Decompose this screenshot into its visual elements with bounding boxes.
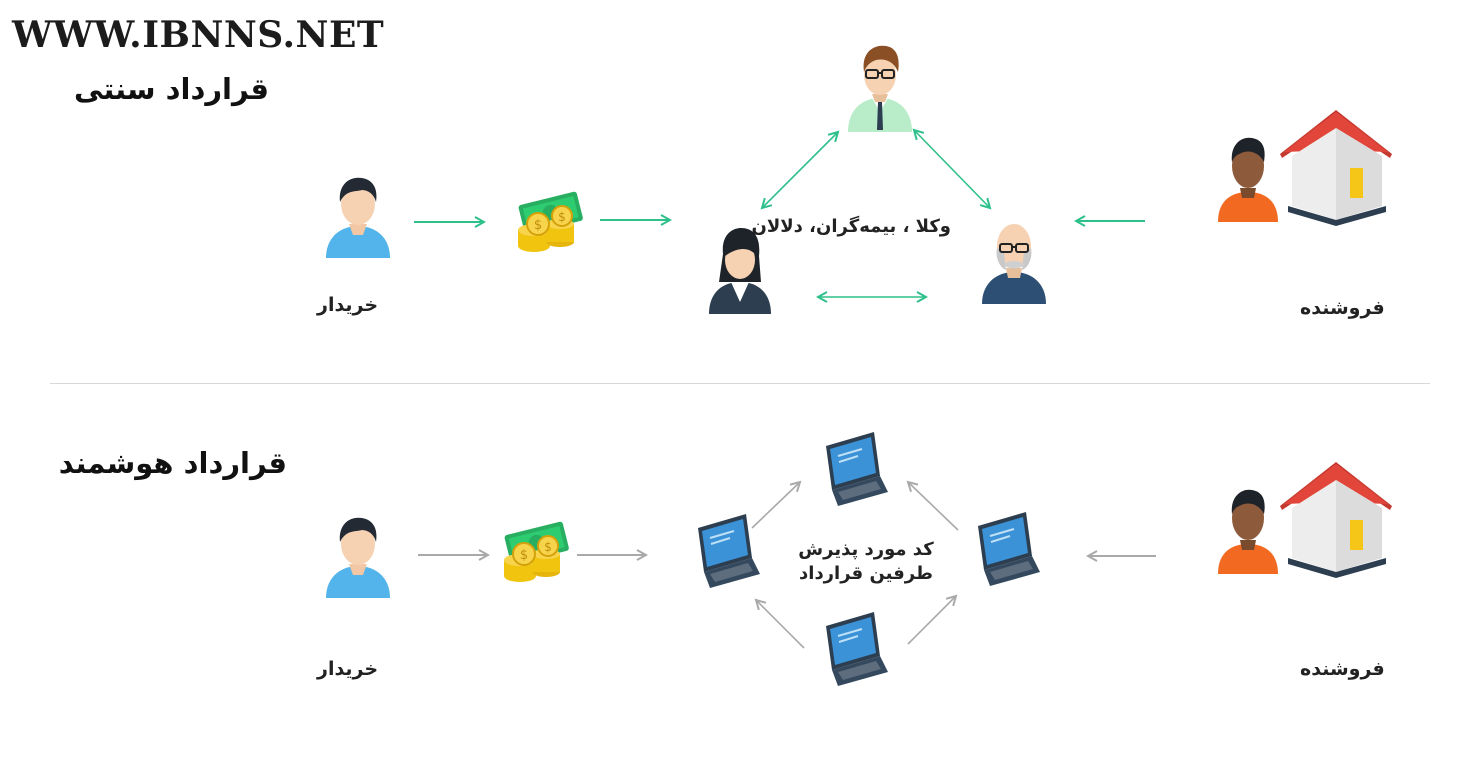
traditional-title: قرارداد سنتی	[74, 72, 269, 106]
seller-label: فروشنده	[1300, 297, 1385, 319]
left-to-top-arrow	[751, 482, 800, 529]
intermediaries-label: وکلا ، بیمه‌گران، دلالان	[751, 216, 952, 237]
money-icon: $ $	[518, 191, 583, 252]
buyer-person-icon	[326, 517, 390, 598]
seller-with-house-icon	[1218, 110, 1392, 226]
seller-person-icon	[1218, 137, 1278, 222]
house-icon	[1280, 462, 1392, 578]
buyer-label: خریدار	[317, 658, 379, 680]
smart-title: قرارداد هوشمند	[58, 446, 287, 480]
watermark-text: WWW.IBNNS.NET	[12, 14, 385, 56]
lawyer-person-icon	[709, 228, 771, 314]
shared-code-line1: کد مورد پذیرش	[798, 539, 934, 560]
laptop-icon-left	[698, 514, 760, 588]
buyer-person-icon	[326, 177, 390, 258]
laptop-icon-bottom	[826, 612, 888, 686]
svg-text:$: $	[558, 210, 566, 224]
section-divider	[50, 383, 1430, 384]
svg-text:$: $	[544, 540, 552, 554]
seller-label: فروشنده	[1300, 658, 1385, 680]
broker-person-icon	[848, 45, 912, 132]
shared-code-label: کد مورد پذیرش طرفین قرارداد	[788, 538, 944, 587]
broker-insurer-arrow	[914, 130, 990, 208]
right-to-top-arrow	[908, 482, 959, 531]
money-icon: $ $	[504, 521, 569, 582]
svg-text:$: $	[534, 218, 542, 233]
shared-code-line2: طرفین قرارداد	[799, 563, 933, 585]
seller-person-icon	[1218, 489, 1278, 574]
insurer-person-icon	[982, 224, 1046, 304]
laptop-icon-top	[826, 432, 888, 506]
laptop-icon-right	[978, 512, 1040, 586]
house-icon	[1280, 110, 1392, 226]
svg-text:$: $	[520, 548, 528, 563]
bottom-to-right-arrow	[907, 596, 956, 645]
bottom-to-left-arrow	[756, 600, 805, 649]
seller-with-house-icon	[1218, 462, 1392, 578]
buyer-label: خریدار	[317, 294, 379, 316]
lawyer-broker-arrow	[762, 132, 838, 208]
